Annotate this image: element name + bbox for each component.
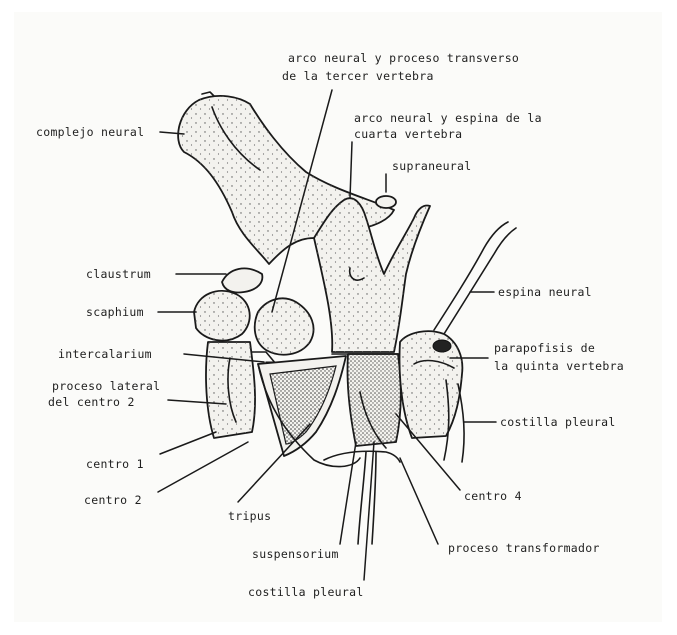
leader-suspensorium: [340, 442, 356, 544]
claustrum-bone: [222, 268, 262, 292]
supraneural-bone: [376, 196, 396, 208]
label-espina-neural: espina neural: [498, 285, 592, 299]
label-centro-1: centro 1: [86, 457, 144, 471]
label-parapofisis-line2: la quinta vertebra: [494, 359, 624, 373]
label-arco-cuarta-line1: arco neural y espina de la: [354, 111, 542, 125]
label-arco-tercer-line2: de la tercer vertebra: [282, 69, 434, 83]
label-intercalarium: intercalarium: [58, 347, 152, 361]
label-arco-cuarta-line2: cuarta vertebra: [354, 127, 462, 141]
label-centro-2: centro 2: [84, 493, 142, 507]
leader-tripus: [238, 424, 310, 502]
leader-centro-1: [160, 432, 216, 454]
label-costilla-pleural-right: costilla pleural: [500, 415, 616, 429]
label-proceso-lateral-line2: del centro 2: [48, 395, 135, 409]
label-scaphium: scaphium: [86, 305, 144, 319]
label-centro-4: centro 4: [464, 489, 522, 503]
label-proceso-lateral-line1: proceso lateral: [52, 379, 160, 393]
parapofisis-dark-mark: [433, 340, 451, 352]
label-complejo-neural: complejo neural: [36, 125, 144, 139]
label-suspensorium: suspensorium: [252, 547, 339, 561]
label-costilla-pleural-bottom: costilla pleural: [248, 585, 364, 599]
labels: arco neural y proceso transverso de la t…: [36, 51, 624, 599]
leader-proceso-transformador: [400, 458, 438, 544]
weberian-apparatus-diagram: arco neural y proceso transverso de la t…: [14, 12, 662, 622]
label-parapofisis-line1: parapofisis de: [494, 341, 595, 355]
label-supraneural: supraneural: [392, 159, 471, 173]
label-claustrum: claustrum: [86, 267, 151, 281]
anatomical-figure: arco neural y proceso transverso de la t…: [14, 12, 662, 622]
label-arco-tercer-line1: arco neural y proceso transverso: [288, 51, 519, 65]
label-proceso-transformador: proceso transformador: [448, 541, 600, 555]
label-tripus: tripus: [228, 509, 271, 523]
leader-arco-cuarta: [350, 142, 352, 198]
